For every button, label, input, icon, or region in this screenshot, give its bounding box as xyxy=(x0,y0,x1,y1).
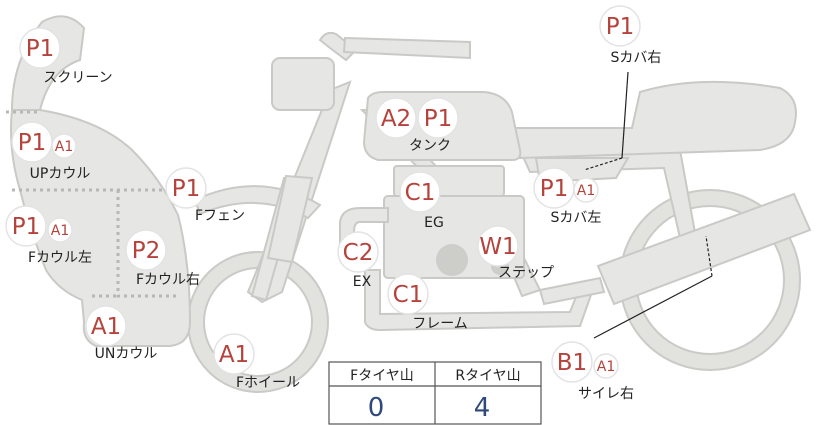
part-label-s-cover-r: Sカバ右 xyxy=(611,50,662,66)
grade-badge-text: A2 xyxy=(381,106,411,132)
leader-s-cover-r xyxy=(621,71,629,159)
grade-badge-circle xyxy=(337,231,379,273)
front-wheel-shape xyxy=(188,252,328,392)
part-label-eg: EG xyxy=(424,215,444,231)
grade-badge-text: A1 xyxy=(51,223,69,239)
grade-badge-text: W1 xyxy=(479,234,516,260)
grade-badge-text: P1 xyxy=(12,214,41,240)
grade-badge-step-0: W1 xyxy=(477,225,519,267)
grade-badge-circle xyxy=(125,229,167,271)
part-label-un-cowl: UNカウル xyxy=(95,346,158,362)
part-label-f-wheel: Fホイール xyxy=(236,375,300,391)
grade-badge-f-cowl-r-0: P2 xyxy=(125,229,167,271)
front-tire-value: 0 xyxy=(368,393,385,423)
handle-grip-shape xyxy=(342,36,471,60)
part-label-f-cowl-l: Fカウル左 xyxy=(28,250,92,266)
grade-badge-text: P1 xyxy=(18,130,47,156)
grade-badge-tank-0: A2 xyxy=(375,97,417,139)
part-label-step: ステップ xyxy=(498,265,554,281)
grade-badge-circle xyxy=(387,273,429,315)
part-label-frame: フレーム xyxy=(412,316,468,332)
grade-badge-tank-1: P1 xyxy=(417,97,459,139)
grade-badge-circle xyxy=(165,167,207,209)
grade-badge-text: A1 xyxy=(577,183,595,199)
grade-badge-circle xyxy=(417,97,459,139)
grade-badge-text: P1 xyxy=(540,176,569,202)
leader-silencer-r xyxy=(593,275,713,339)
fairing-panel-divider xyxy=(6,110,176,298)
grade-badge-text: B1 xyxy=(557,350,587,376)
grade-badge-circle xyxy=(599,5,641,47)
grade-badge-s-cover-l-1: A1 xyxy=(573,177,599,203)
grade-badge-frame-0: C1 xyxy=(387,273,429,315)
grade-badge-circle xyxy=(19,27,61,69)
grade-badge-text: C1 xyxy=(393,282,424,308)
grade-badge-ex-0: C2 xyxy=(337,231,379,273)
grade-badge-circle xyxy=(51,133,77,159)
grade-badge-text: C2 xyxy=(343,240,374,266)
grade-badge-circle xyxy=(477,225,519,267)
grade-badge-text: A1 xyxy=(55,139,73,155)
grade-badge-text: A1 xyxy=(597,359,615,375)
grade-badge-circle xyxy=(5,205,47,247)
grade-badge-f-fender-0: P1 xyxy=(165,167,207,209)
grade-badge-f-cowl-l-1: A1 xyxy=(47,217,73,243)
part-label-tank: タンク xyxy=(409,138,451,154)
muffler-shape xyxy=(596,192,812,306)
grade-badge-up-cowl-0: P1 xyxy=(11,121,53,163)
leader-s-cover-r-dash xyxy=(583,157,623,171)
grade-badge-text: A1 xyxy=(219,342,249,368)
grade-badge-text: P1 xyxy=(172,176,201,202)
grade-badge-eg-0: C1 xyxy=(399,171,441,213)
grade-badge-screen-0: P1 xyxy=(19,27,61,69)
grade-badge-circle xyxy=(375,97,417,139)
tire-tread-table: Fタイヤ山 Rタイヤ山 0 4 xyxy=(328,361,542,425)
muffler-link-shape xyxy=(538,276,606,306)
part-label-screen: スクリーン xyxy=(43,70,112,86)
part-label-f-cowl-r: Fカウル右 xyxy=(136,272,200,288)
grade-badge-un-cowl-0: A1 xyxy=(85,305,127,347)
grade-badge-f-cowl-l-0: P1 xyxy=(5,205,47,247)
leader-silencer-r-dash xyxy=(705,235,713,277)
engine-cover-shape xyxy=(436,244,468,276)
headlight-shape xyxy=(271,57,335,111)
grade-badge-s-cover-r-0: P1 xyxy=(599,5,641,47)
grade-badge-circle xyxy=(573,177,599,203)
seat-shape xyxy=(513,80,797,160)
leader-lines xyxy=(583,71,713,339)
fork-slider-shape xyxy=(266,174,314,264)
grade-badge-circle xyxy=(47,217,73,243)
frame-lower-rail xyxy=(364,269,594,332)
motorcycle-silhouette xyxy=(6,15,812,393)
part-label-s-cover-l: Sカバ左 xyxy=(551,210,602,226)
grade-badge-text: C1 xyxy=(405,180,436,206)
handlebar-shape xyxy=(318,31,358,62)
part-label-silencer-r: サイレ右 xyxy=(578,386,634,402)
part-label-up-cowl: UPカウル xyxy=(30,166,91,182)
grade-badge-silencer-r-0: B1 xyxy=(551,341,593,383)
grade-badge-circle xyxy=(593,353,619,379)
front-tire-header: Fタイヤ山 xyxy=(350,368,414,384)
part-label-ex: EX xyxy=(353,274,372,290)
grade-badge-text: A1 xyxy=(91,314,121,340)
part-label-f-fender: Fフェン xyxy=(195,208,245,224)
grade-badge-text: P2 xyxy=(132,238,161,264)
rear-tire-header: Rタイヤ山 xyxy=(455,368,520,384)
grade-badge-circle xyxy=(399,171,441,213)
rear-tire-value: 4 xyxy=(474,393,491,423)
grade-badge-circle xyxy=(213,333,255,375)
grade-badge-text: P1 xyxy=(26,36,55,62)
grade-badge-circle xyxy=(551,341,593,383)
grade-badge-text: P1 xyxy=(606,14,635,40)
grade-badge-circle xyxy=(85,305,127,347)
grade-badge-s-cover-l-0: P1 xyxy=(533,167,575,209)
grade-badge-text: P1 xyxy=(424,106,453,132)
grade-badge-f-wheel-0: A1 xyxy=(213,333,255,375)
grade-badge-silencer-r-1: A1 xyxy=(593,353,619,379)
grade-badge-up-cowl-1: A1 xyxy=(51,133,77,159)
